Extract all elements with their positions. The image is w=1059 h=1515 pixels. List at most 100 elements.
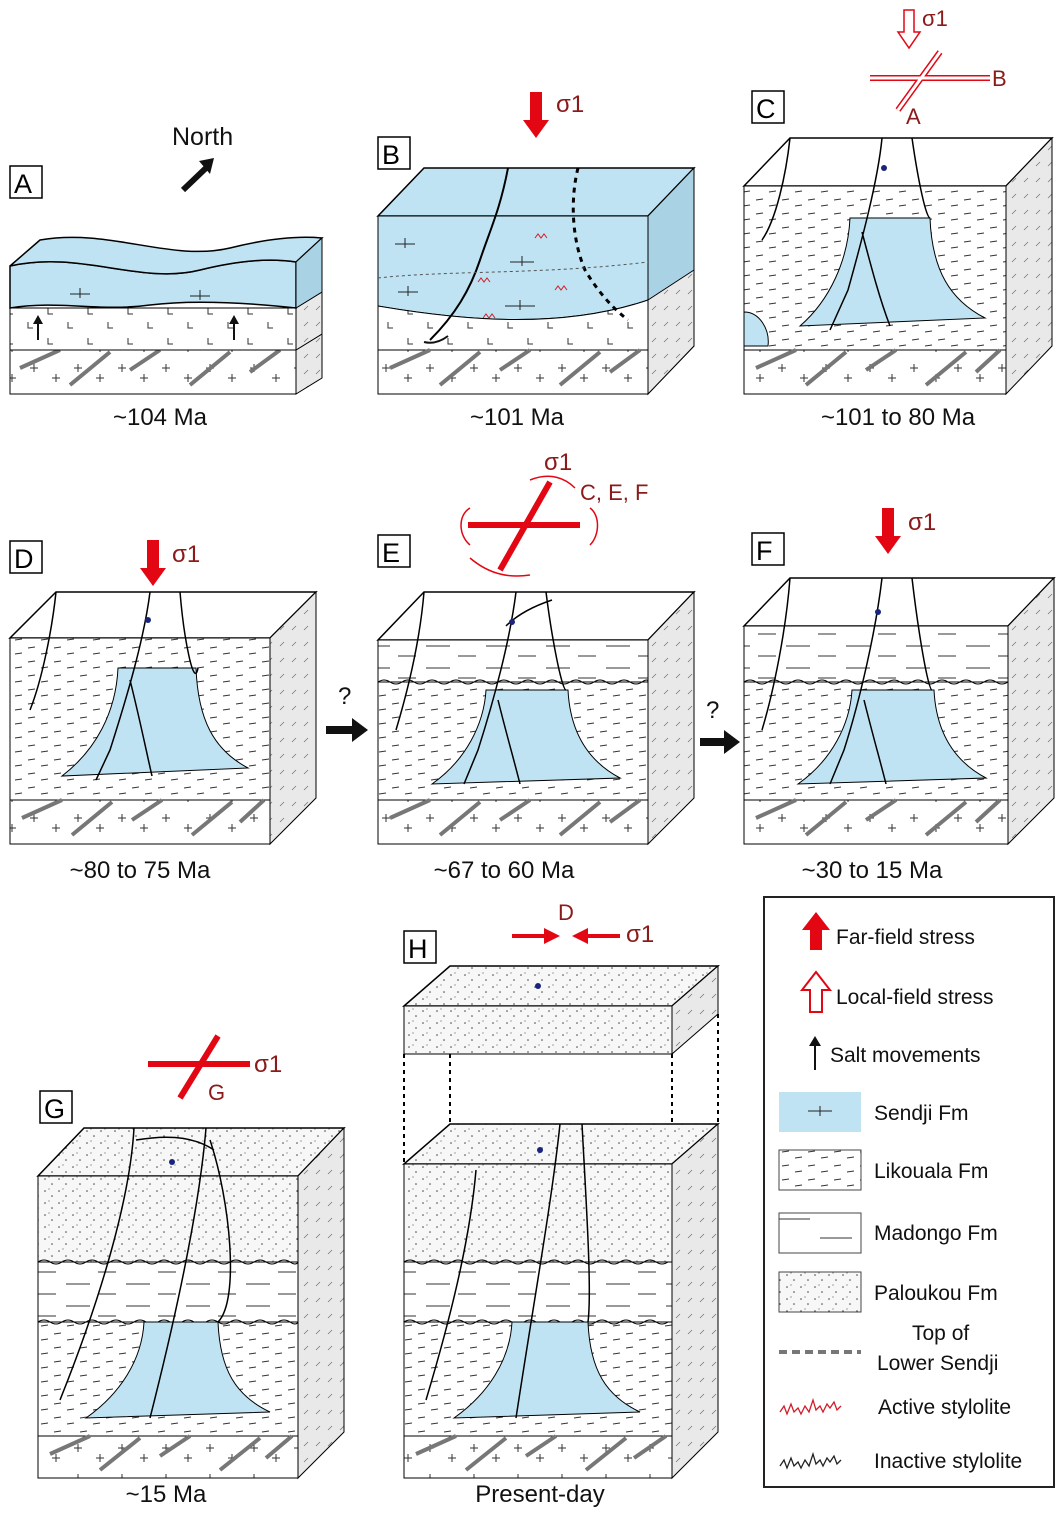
stress-label-cef: C, E, F [580, 480, 648, 505]
far-field-stress-arrows-icon [512, 928, 620, 944]
rotation-arcs [460, 475, 599, 577]
block-top [376, 591, 696, 641]
sigma1-label: σ1 [626, 921, 654, 948]
panel-letter: C [756, 94, 776, 124]
basement-faults [49, 1434, 294, 1472]
basement-faults [389, 348, 642, 387]
sendji-body [452, 1321, 641, 1419]
sigma1-label: σ1 [556, 91, 584, 118]
legend-paloukou: Paloukou Fm [874, 1282, 998, 1305]
block-top [742, 577, 1056, 627]
panel-b: B σ1 ~101 Ma [376, 91, 696, 431]
panel-c: C σ1 B A ~101 to 80 Ma [742, 6, 1054, 431]
unconformity [377, 679, 649, 685]
legend-salt: Salt movements [830, 1044, 981, 1067]
sendji-swatch-mark [808, 1106, 832, 1116]
legend-lower-sendji: Lower Sendji [877, 1352, 998, 1375]
madongo-layer [377, 639, 649, 683]
well-dot [875, 609, 881, 615]
salt-arrow [37, 322, 235, 340]
question-mark: ? [706, 697, 719, 724]
stress-dir-b: B [992, 66, 1007, 91]
legend-far-field: Far-field stress [836, 926, 975, 949]
panel-letter-box [377, 534, 411, 568]
paloukou-swatch [778, 1271, 862, 1313]
local-sigma1-arrow-icon [896, 9, 922, 50]
panel-letter-box [377, 136, 411, 170]
north-label: North [172, 123, 233, 151]
sigma1-label: σ1 [922, 6, 948, 31]
sendji-marks [70, 288, 210, 300]
local-stress-cross-icon [870, 50, 990, 112]
salt-movement-head [809, 1036, 821, 1046]
basement-faults [21, 798, 266, 837]
block-side [1005, 136, 1053, 396]
panel-age: ~101 to 80 Ma [821, 404, 976, 431]
sigma1-label: σ1 [254, 1051, 282, 1078]
projection-lines [403, 1014, 719, 1162]
far-field-stress-icon [802, 912, 830, 950]
block-side [269, 590, 317, 846]
sigma1-label: σ1 [544, 449, 572, 476]
north-arrow-icon [180, 165, 209, 193]
stress-label-d: D [558, 900, 574, 925]
panel-letter-box [9, 165, 43, 199]
sendji-left-lens [743, 311, 769, 347]
fault-main [429, 167, 509, 341]
legend-active-stylolite: Active stylolite [878, 1396, 1011, 1419]
panel-letter: F [756, 536, 773, 566]
panel-letter-box [403, 930, 437, 964]
madongo-layer [37, 1261, 299, 1323]
inactive-stylolite-icon [779, 1451, 842, 1470]
faults [425, 1123, 591, 1419]
panel-g: G σ1 G ~15 Ma [36, 1034, 346, 1508]
sendji-layer [377, 215, 649, 321]
panel-age: ~67 to 60 Ma [434, 857, 575, 884]
basement-faults [415, 1434, 668, 1472]
panel-a: A North ~104 Ma [9, 123, 324, 431]
fault-dotted [571, 167, 629, 322]
panel-letter-box [9, 540, 43, 574]
faults [761, 577, 933, 785]
eroded-slab-top [401, 965, 721, 1007]
paloukou-layer [37, 1175, 299, 1263]
sendji-body [796, 689, 988, 785]
panel-letter: B [382, 140, 400, 170]
active-stylolites [477, 233, 568, 319]
panel-letter: A [14, 169, 32, 199]
panel-letter: H [408, 934, 428, 964]
sendji-body [798, 217, 987, 327]
sendji-side [295, 236, 323, 309]
madongo-layer [403, 1261, 673, 1323]
block-side [1007, 576, 1055, 846]
sigma1-arrow-icon [140, 540, 166, 586]
well-dot [537, 1147, 543, 1153]
salt-flow-arrow [423, 335, 449, 344]
faults [29, 591, 199, 781]
paloukou-layer [403, 1163, 673, 1263]
block-side [647, 590, 695, 846]
transition-arrow-icon [700, 730, 740, 754]
legend: Far-field stress Local-field stress Salt… [763, 896, 1055, 1488]
sendji-marks [395, 238, 535, 310]
well-dot [145, 617, 151, 623]
side-lower [647, 269, 695, 396]
active-stylolite-icon [779, 1397, 842, 1416]
block-top [742, 137, 1054, 187]
panel-letter: G [44, 1094, 65, 1124]
faults [395, 591, 567, 785]
panel-letter-box [751, 532, 785, 566]
eroded-slab [403, 1005, 673, 1055]
legend-inactive-stylolite: Inactive stylolite [874, 1450, 1022, 1473]
sendji-body [84, 1321, 271, 1419]
panel-e: E σ1 C, E, F ~67 to 60 Ma [376, 449, 696, 884]
well-dot [169, 1159, 175, 1165]
sigma1-arrow-icon [523, 92, 549, 138]
panel-age: ~30 to 15 Ma [802, 857, 943, 884]
block-top [401, 1123, 721, 1165]
block-top [376, 167, 696, 217]
well-dot [881, 165, 887, 171]
sendji-body [60, 667, 250, 777]
panel-letter: E [382, 538, 400, 568]
north-arrow-head [199, 158, 214, 174]
